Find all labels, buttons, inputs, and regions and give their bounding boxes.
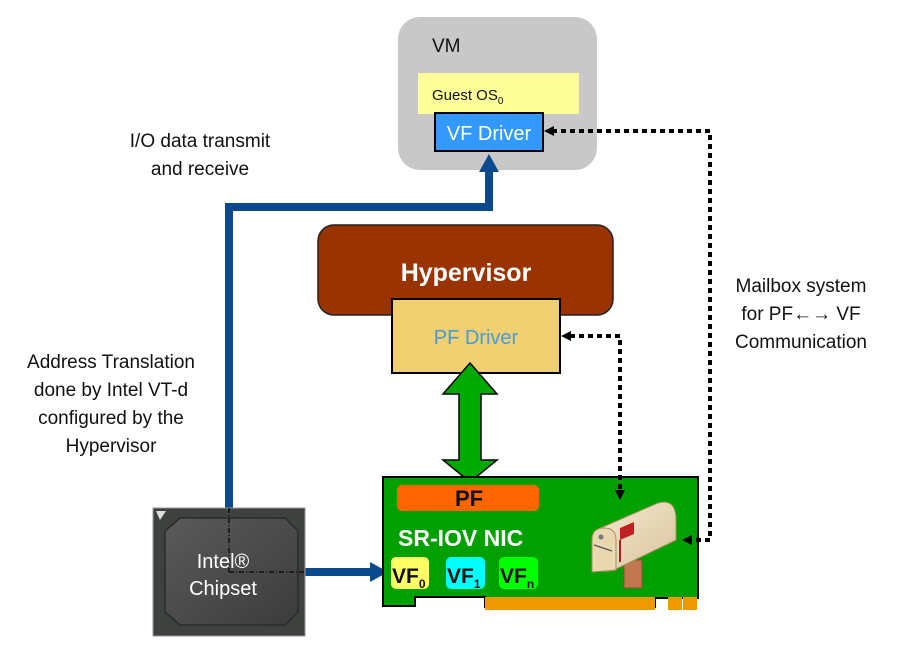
vm-container: VM Guest OS0 VF Driver <box>398 17 597 170</box>
vf0-box <box>391 557 429 589</box>
mailbox-icon <box>591 501 677 589</box>
vf0-label: VF0 <box>392 565 426 591</box>
mailbox-paths <box>544 126 712 545</box>
guest-os-box <box>418 73 579 114</box>
nic-title: SR-IOV NIC <box>398 525 523 551</box>
hypervisor-container: Hypervisor PF Driver <box>317 224 614 374</box>
address-translation-line4: Hypervisor <box>66 436 157 457</box>
pf-mailbox-path <box>570 334 622 490</box>
chipset-line1: Intel® <box>197 551 250 573</box>
vfn-label: VFn <box>500 565 534 591</box>
address-translation-line2: done by Intel VT-d <box>34 380 188 401</box>
vf1-label: VF1 <box>447 565 481 591</box>
io-data-line1: I/O data transmit <box>130 131 271 152</box>
vf-mailbox-path <box>552 129 712 542</box>
io-data-annotation: I/O data transmit and receive <box>130 131 271 180</box>
vm-title: VM <box>432 36 461 57</box>
chipset-pin1-marker <box>156 511 166 520</box>
sr-iov-nic: PF SR-IOV NIC VF0 VF1 VFn <box>382 476 699 610</box>
pf-double-arrow-icon <box>440 361 500 483</box>
address-translation-line3: configured by the <box>38 408 184 429</box>
vf-driver-arrow-icon <box>544 126 554 136</box>
pf-driver-arrow-icon <box>561 331 571 341</box>
pf-label: PF <box>455 486 483 511</box>
chipset-line2: Chipset <box>189 578 257 600</box>
vf-driver-label: VF Driver <box>447 123 532 145</box>
nic-edge-connector <box>485 597 655 610</box>
address-translation-annotation: Address Translation done by Intel VT-d c… <box>27 352 195 457</box>
mailbox-right-arrow-icon <box>682 535 692 545</box>
intel-chipset: Intel® Chipset <box>152 507 306 637</box>
io-arrow-up-icon <box>479 154 499 172</box>
pf-driver-box <box>391 298 561 374</box>
vf-driver-box <box>434 112 544 152</box>
hypervisor-title: Hypervisor <box>401 259 532 287</box>
mailbox-annotation: Mailbox system for PF←→ VF Communication <box>735 276 867 353</box>
mailbox-top-arrow-icon <box>615 490 625 500</box>
guest-os-label: Guest OS0 <box>432 87 504 107</box>
io-data-line2: and receive <box>151 159 249 180</box>
vf1-box <box>446 557 485 589</box>
nic-edge-connector-small-1 <box>668 597 682 610</box>
io-path-line <box>225 170 493 510</box>
address-translation-line1: Address Translation <box>27 352 195 373</box>
mailbox-line2: for PF←→ VF <box>741 304 860 325</box>
nic-edge-connector-small-2 <box>683 597 697 610</box>
mailbox-line3: Communication <box>735 332 867 353</box>
pf-driver-label: PF Driver <box>434 327 519 349</box>
vfn-box <box>499 557 538 589</box>
chipset-to-nic-arrow-icon <box>370 562 388 582</box>
mailbox-line1: Mailbox system <box>736 276 867 297</box>
pf-bar <box>397 485 539 511</box>
io-data-path <box>225 154 499 582</box>
